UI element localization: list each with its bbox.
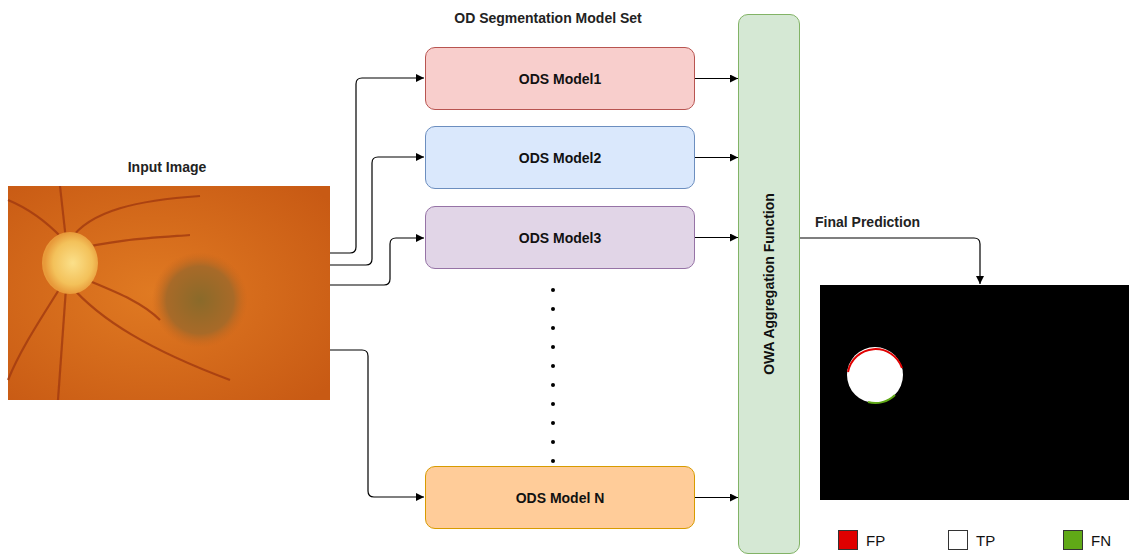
connector-arrow bbox=[695, 497, 738, 498]
model-box: ODS Model3 bbox=[425, 206, 695, 269]
node-text: ODS Model N bbox=[516, 490, 605, 506]
model-box: ODS Model N bbox=[425, 466, 695, 529]
connector-arrow bbox=[695, 157, 738, 158]
connector-arrow bbox=[695, 78, 738, 79]
ellipsis-dots bbox=[551, 288, 555, 463]
fundus-image bbox=[8, 186, 330, 400]
model-box: ODS Model1 bbox=[425, 47, 695, 110]
output-label: Final Prediction bbox=[815, 214, 920, 230]
legend-swatch bbox=[948, 530, 968, 550]
input-wires bbox=[330, 78, 424, 497]
legend-text: TP bbox=[976, 532, 995, 549]
node-text: ODS Model2 bbox=[519, 150, 601, 166]
legend-swatch bbox=[838, 530, 858, 550]
node-text: ODS Model1 bbox=[519, 71, 601, 87]
node-text: OWA Aggregation Function bbox=[761, 193, 777, 375]
group-title: OD Segmentation Model Set bbox=[454, 10, 641, 26]
connector-arrow bbox=[695, 237, 738, 238]
prediction-mask bbox=[820, 285, 1129, 500]
aggregation-bar: OWA Aggregation Function bbox=[738, 14, 800, 554]
legend-text: FP bbox=[866, 532, 885, 549]
node-text: ODS Model3 bbox=[519, 230, 601, 246]
output-wire bbox=[800, 238, 980, 284]
legend-text: FN bbox=[1091, 532, 1111, 549]
legend-swatch bbox=[1063, 530, 1083, 550]
image-label: Input Image bbox=[128, 159, 207, 175]
model-box: ODS Model2 bbox=[425, 126, 695, 189]
